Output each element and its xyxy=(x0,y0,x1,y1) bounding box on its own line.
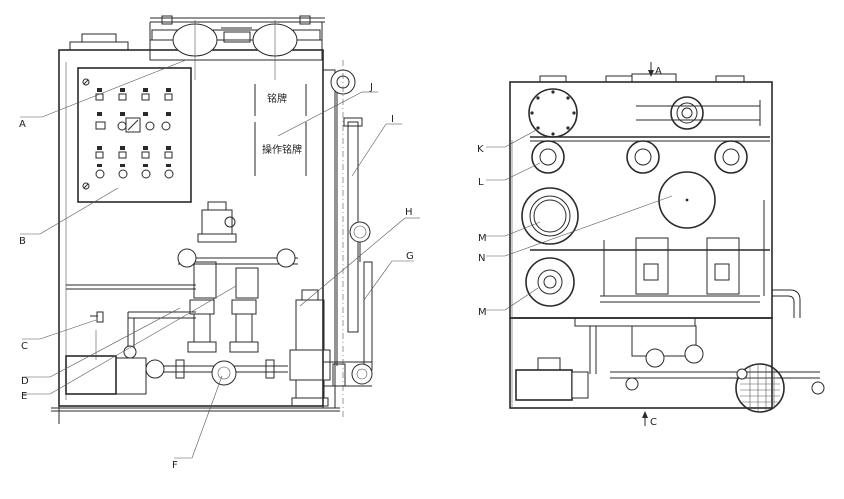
operation-nameplate-label: 操作铭牌 xyxy=(262,143,302,156)
callout-E: E xyxy=(21,391,27,402)
callout-G: G xyxy=(406,251,414,262)
front-view-labels: A B C D E F G H I J xyxy=(19,82,414,471)
callout-I: I xyxy=(391,114,394,125)
side-view xyxy=(509,62,825,426)
callout-N: N xyxy=(478,253,485,264)
side-view-labels: K L M N M A C xyxy=(477,66,662,428)
callout-J: J xyxy=(369,82,373,93)
callout-A: A xyxy=(19,119,26,130)
callout-F: F xyxy=(172,460,178,471)
callout-K: K xyxy=(477,144,484,155)
side-view-leaders xyxy=(486,127,673,311)
callout-C: C xyxy=(21,341,28,352)
callout-H: H xyxy=(405,207,413,218)
front-view-leaders xyxy=(20,59,420,459)
callout-D: D xyxy=(21,376,29,387)
callout-M-lower: M xyxy=(478,307,487,318)
callout-B: B xyxy=(19,236,26,247)
callout-A-arrow: A xyxy=(655,66,662,77)
callout-C-arrow: C xyxy=(650,417,657,428)
nameplate-label: 铭牌 xyxy=(267,92,287,105)
callout-M-upper: M xyxy=(478,233,487,244)
callout-L: L xyxy=(478,177,484,188)
control-panel xyxy=(77,67,192,203)
front-view: 铭牌 操作铭牌 xyxy=(51,15,373,424)
